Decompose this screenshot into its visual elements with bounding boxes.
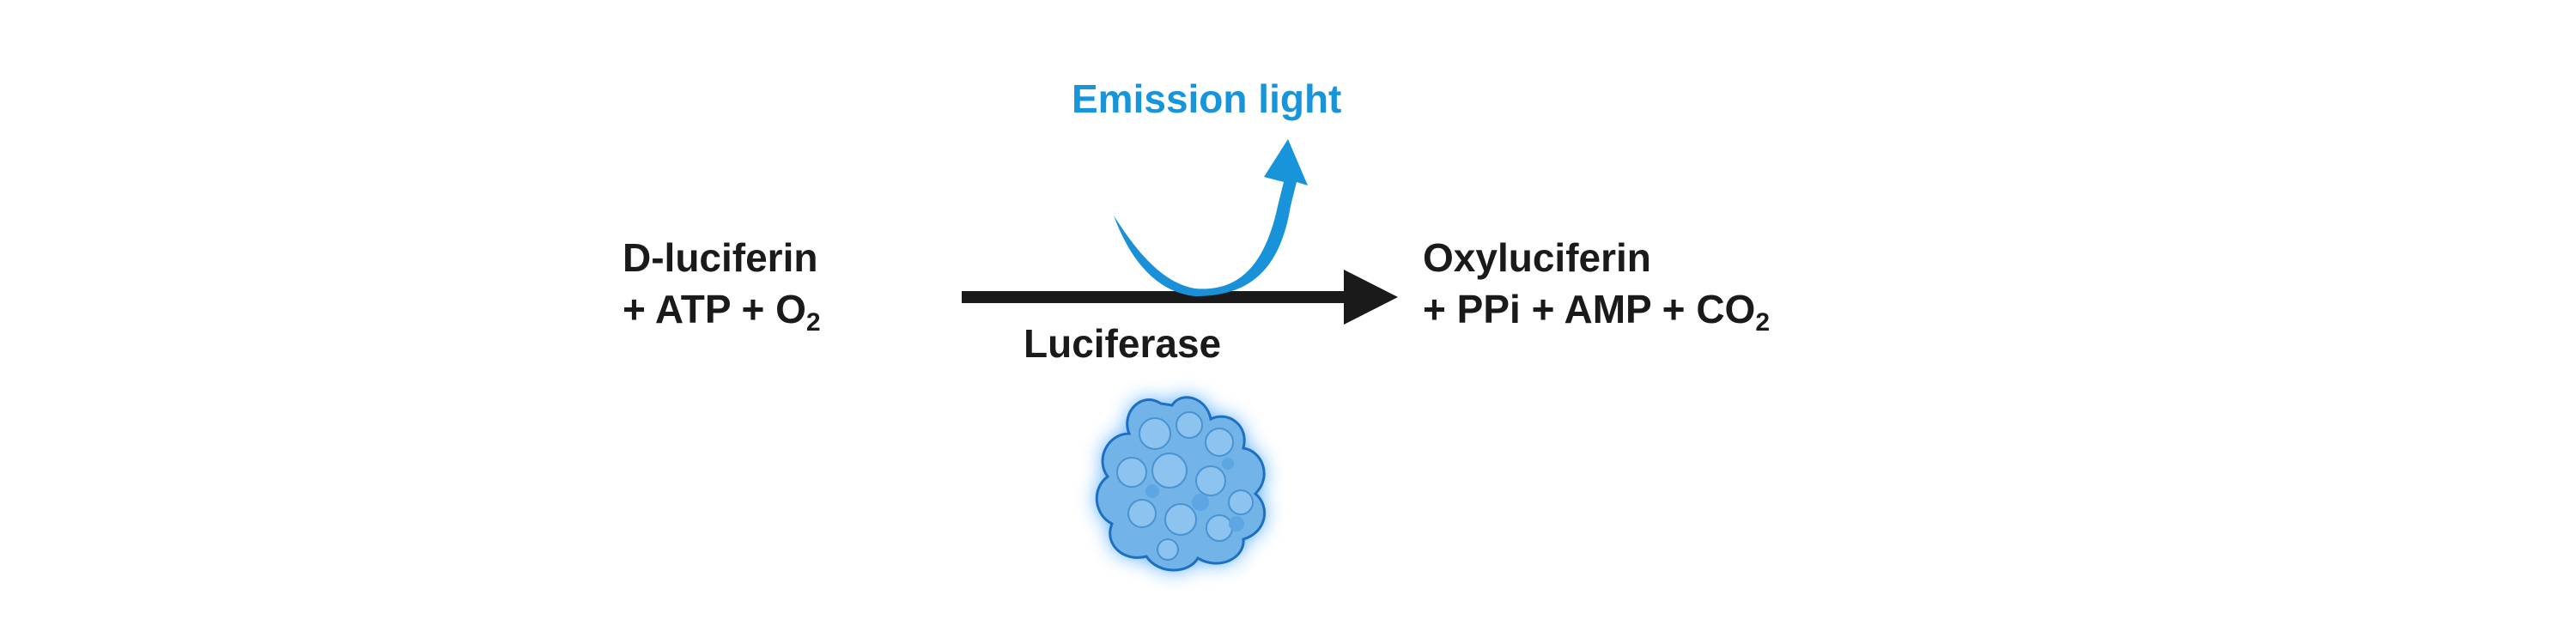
emission-light-arrow <box>1114 139 1308 296</box>
reaction-arrow-head <box>1344 270 1398 325</box>
emission-light-label: Emission light <box>1072 76 1342 121</box>
reactants-label: D-luciferin + ATP + O2 <box>623 232 821 337</box>
emission-light-path <box>1114 139 1308 296</box>
reactant-luciferin: D-luciferin <box>623 235 818 280</box>
protein-lobes <box>1116 411 1254 561</box>
reaction-arrow <box>962 270 1398 325</box>
product-byproducts: + PPi + AMP + CO2 <box>1423 287 1771 337</box>
enzyme-label: Luciferase <box>1024 321 1222 366</box>
protein-shading <box>1145 458 1244 532</box>
products-label: Oxyluciferin + PPi + AMP + CO2 <box>1423 232 1771 337</box>
reactant-cofactors: + ATP + O2 <box>623 287 821 337</box>
reaction-arrow-shaft <box>962 291 1365 303</box>
product-oxyluciferin: Oxyluciferin <box>1423 235 1651 280</box>
luciferase-protein-icon <box>1095 396 1267 572</box>
